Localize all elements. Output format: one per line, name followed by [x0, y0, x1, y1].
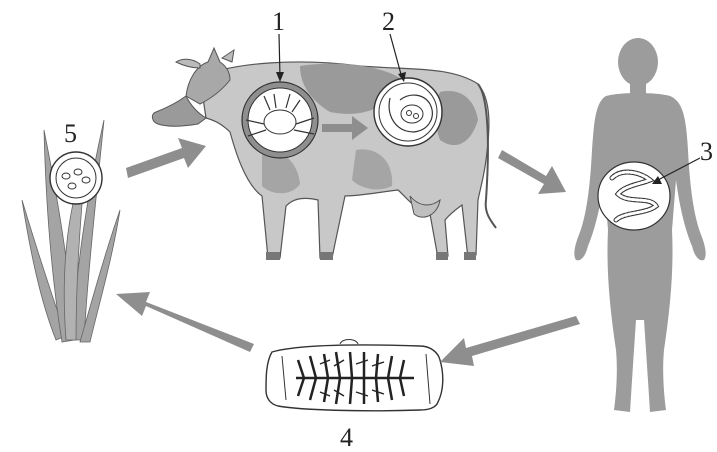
label-2: 2: [382, 7, 395, 36]
cysticercus-icon: [374, 78, 442, 146]
arrow-proglottid-to-grass: [116, 292, 254, 352]
label-3: 3: [700, 137, 713, 166]
oncosphere-icon: [242, 82, 318, 158]
arrow-cow-to-human: [498, 150, 566, 194]
label-4: 4: [340, 423, 353, 452]
arrow-grass-to-cow: [126, 138, 206, 178]
arrow-human-to-proglottid: [440, 316, 580, 366]
label-5: 5: [64, 119, 77, 148]
proglottid-icon: [266, 340, 443, 411]
eggs-icon: [50, 152, 102, 204]
cow-icon: [152, 48, 496, 260]
label-1: 1: [272, 7, 285, 36]
tapeworm-icon: [598, 162, 670, 230]
